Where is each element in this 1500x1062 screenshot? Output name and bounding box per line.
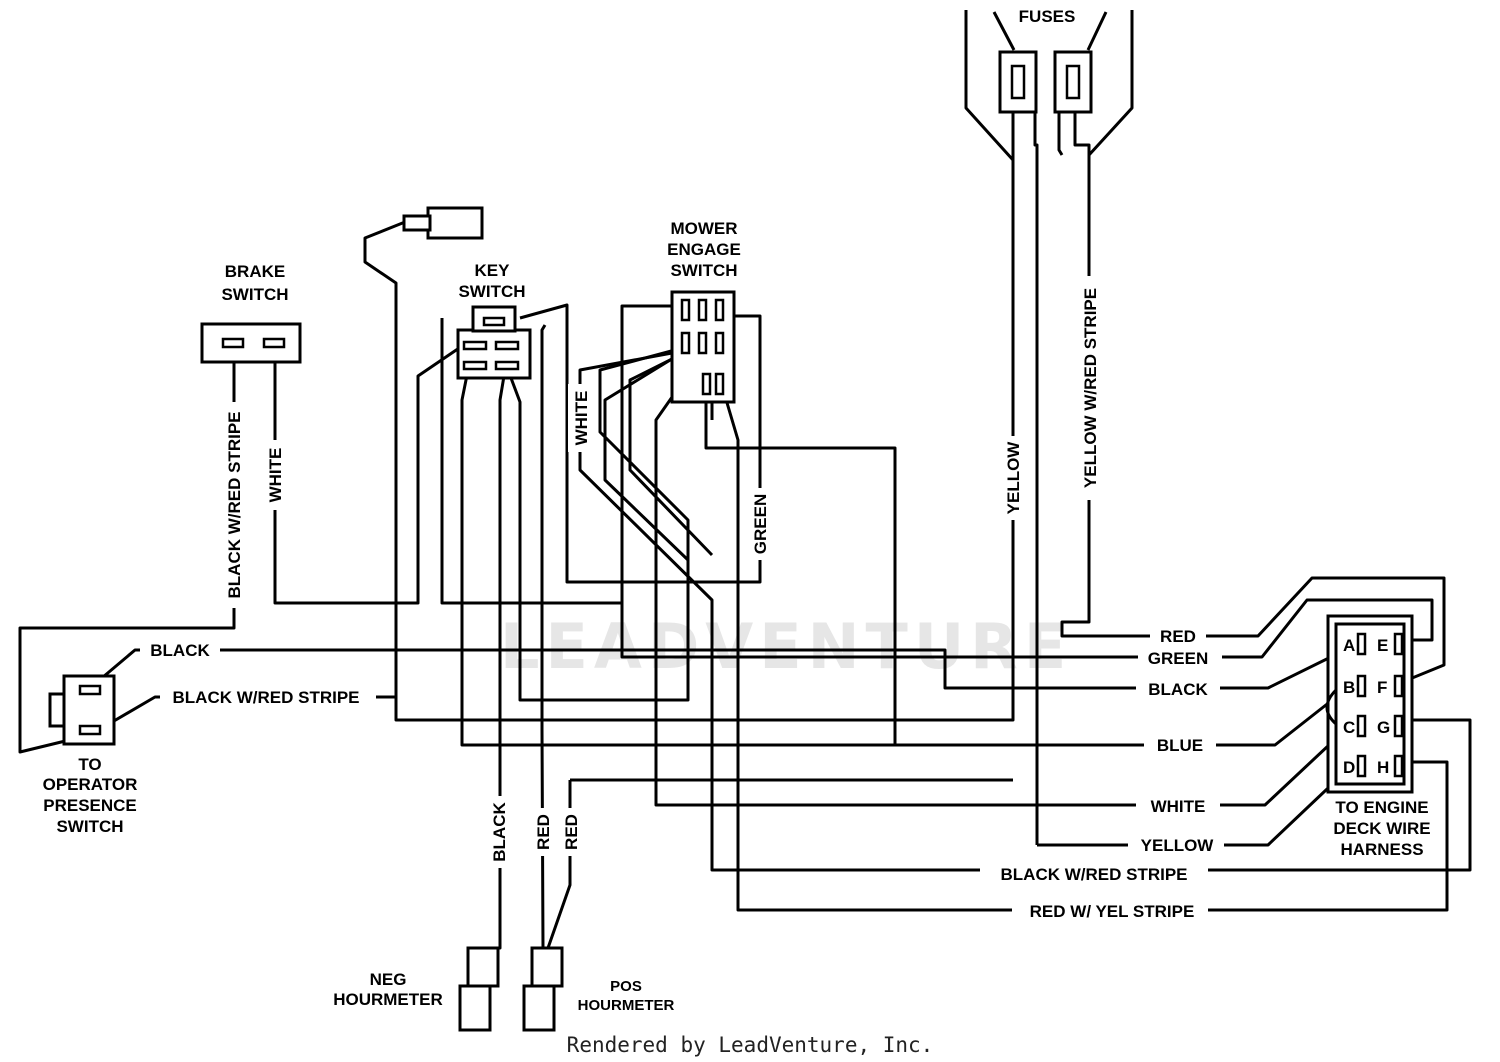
pin-f: F — [1377, 678, 1387, 697]
label-h-green: GREEN — [1148, 649, 1208, 668]
wire-op-green — [620, 598, 1434, 659]
label-h-yellow: YELLOW — [1141, 836, 1215, 855]
label-h-white: WHITE — [1151, 797, 1206, 816]
mower-engage-switch-label: MOWER ENGAGE SWITCH — [667, 219, 741, 280]
label-h-red-yel: RED W/ YEL STRIPE — [1030, 902, 1195, 921]
svg-text:DECK WIRE: DECK WIRE — [1333, 819, 1430, 838]
label-h-black-red: BLACK W/RED STRIPE — [1001, 865, 1188, 884]
key-switch-label: KEY SWITCH — [458, 261, 525, 301]
watermark: LEADVENTURE — [500, 610, 1072, 683]
wire-yellow-h — [1037, 770, 1347, 847]
wire-fuse-yellow-red — [1060, 112, 1446, 687]
label-op-black: BLACK — [150, 641, 210, 660]
ground-connector — [402, 206, 484, 240]
horizontal-wire-labels: BLACK BLACK W/RED STRIPE RED GREEN BLACK… — [140, 624, 1224, 923]
svg-text:POS: POS — [610, 978, 642, 995]
pin-g: G — [1377, 718, 1390, 737]
svg-text:SWITCH: SWITCH — [56, 817, 123, 836]
wire-blue — [895, 688, 1346, 747]
svg-text:ENGAGE: ENGAGE — [667, 240, 741, 259]
label-hour-red-1: RED — [534, 814, 553, 850]
label-h-black: BLACK — [1148, 680, 1208, 699]
svg-text:KEY: KEY — [475, 261, 511, 280]
fuse-holders — [998, 50, 1093, 114]
svg-text:BRAKE: BRAKE — [225, 262, 285, 281]
label-h-red: RED — [1160, 627, 1196, 646]
pin-b: B — [1343, 678, 1355, 697]
label-fuse-yellow: YELLOW — [1004, 441, 1023, 515]
engine-deck-connector: A B C D E F G H — [1325, 614, 1414, 794]
operator-presence-connector — [48, 674, 116, 746]
svg-text:SWITCH: SWITCH — [670, 261, 737, 280]
wire-op-black — [89, 648, 1346, 690]
label-brake-black-red: BLACK W/RED STRIPE — [225, 412, 244, 599]
svg-text:HOURMETER: HOURMETER — [578, 997, 675, 1014]
pos-hourmeter-label: POS HOURMETER — [578, 978, 675, 1014]
svg-text:SWITCH: SWITCH — [221, 285, 288, 304]
label-mower-white: WHITE — [572, 391, 591, 446]
wire-key-top — [519, 303, 762, 584]
pin-h: H — [1377, 758, 1389, 777]
label-hour-black: BLACK — [490, 802, 509, 862]
label-op-black-red: BLACK W/RED STRIPE — [173, 688, 360, 707]
brake-switch-label: BRAKE SWITCH — [221, 262, 288, 304]
label-fuse-yellow-red: YELLOW W/RED STRIPE — [1081, 288, 1100, 488]
key-switch — [456, 305, 532, 380]
pin-e: E — [1377, 636, 1388, 655]
svg-text:HARNESS: HARNESS — [1340, 840, 1423, 859]
engine-deck-harness-label: TO ENGINE DECK WIRE HARNESS — [1333, 798, 1430, 859]
wire-brake-white — [273, 340, 469, 605]
label-hour-red-2: RED — [562, 814, 581, 850]
operator-presence-label: TO OPERATOR PRESENCE SWITCH — [43, 755, 138, 836]
svg-text:TO: TO — [78, 755, 101, 774]
wire-fuse-yellow — [363, 112, 1015, 722]
fuses-holder — [964, 10, 1134, 162]
wire-fuse-1-return — [1033, 112, 1039, 845]
svg-text:HOURMETER: HOURMETER — [333, 990, 443, 1009]
vertical-wire-labels: BLACK W/RED STRIPE WHITE WHITE GREEN YEL… — [222, 276, 1103, 868]
wire-key-3 — [506, 344, 691, 702]
wire-fuse-2-return — [1057, 112, 1064, 156]
svg-text:PRESENCE: PRESENCE — [43, 796, 137, 815]
svg-text:TO ENGINE: TO ENGINE — [1335, 798, 1428, 817]
pin-a: A — [1343, 636, 1355, 655]
label-mower-green: GREEN — [751, 494, 770, 554]
svg-text:SWITCH: SWITCH — [458, 282, 525, 301]
wire-key-2 — [460, 369, 897, 747]
label-brake-white: WHITE — [266, 448, 285, 503]
hourmeter-terminals — [458, 946, 564, 1032]
pin-c: C — [1343, 718, 1355, 737]
pin-d: D — [1343, 758, 1355, 777]
svg-text:OPERATOR: OPERATOR — [43, 775, 138, 794]
mower-engage-switch — [670, 290, 736, 404]
fuses-label: FUSES — [1019, 7, 1076, 26]
neg-hourmeter-label: NEG HOURMETER — [333, 970, 443, 1009]
brake-switch — [200, 322, 302, 364]
footer-credit: Rendered by LeadVenture, Inc. — [567, 1033, 934, 1057]
label-h-blue: BLUE — [1157, 736, 1203, 755]
svg-text:NEG: NEG — [370, 970, 407, 989]
svg-text:MOWER: MOWER — [670, 219, 737, 238]
